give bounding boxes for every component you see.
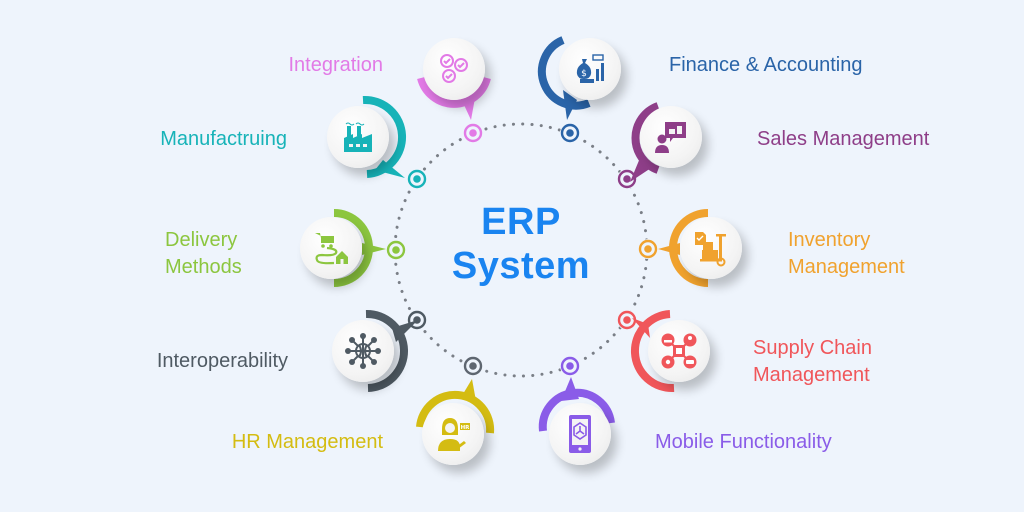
accent-arc [630, 310, 675, 393]
hand-truck-boxes-icon [695, 232, 726, 267]
accent-arc [365, 309, 418, 392]
label-line: Manufactruing [160, 128, 287, 150]
label-sales: Sales Management [757, 126, 929, 153]
icon-disk [332, 320, 394, 382]
label-finance: Finance & Accounting [669, 52, 862, 79]
accent-arc [658, 209, 709, 287]
marker-inventory [638, 239, 658, 259]
marker-manufacturing [407, 169, 427, 189]
accent-arc [537, 36, 591, 120]
node-manufacturing[interactable] [317, 95, 407, 178]
marker-sales [617, 169, 637, 189]
node-interoperability[interactable] [322, 309, 418, 392]
label-interoperability: Interoperability [157, 348, 288, 375]
label-mobile: Mobile Functionality [655, 429, 832, 456]
label-line: Sales Management [757, 128, 930, 150]
accent-arc [362, 95, 407, 178]
globe-network-icon [345, 333, 381, 369]
node-integration[interactable] [413, 28, 495, 120]
smartphone-app-icon [569, 415, 591, 453]
label-line: Supply Chain [753, 337, 872, 359]
marker-integration [463, 123, 483, 143]
node-hr[interactable]: HR [412, 379, 495, 475]
label-manufacturing: Manufactruing [160, 126, 287, 153]
center-title-line1: ERP [481, 201, 561, 243]
accent-arc [416, 379, 495, 434]
center-title: ERP System [421, 200, 621, 288]
icon-disk [300, 217, 362, 279]
label-line: HR Management [231, 431, 383, 453]
label-line: Delivery [165, 229, 238, 251]
center-title-line2: System [451, 245, 591, 287]
icon-disk [648, 320, 710, 382]
accent-arc [417, 76, 491, 120]
factory-icon [344, 122, 372, 152]
label-inventory: Inventory Management [788, 227, 905, 281]
label-line: Management [788, 256, 905, 278]
node-finance[interactable]: $ [537, 28, 631, 120]
icon-disk [640, 106, 702, 168]
node-supply-chain[interactable] [630, 310, 720, 393]
label-line: Management [753, 364, 870, 386]
accent-arc [538, 377, 615, 432]
icon-disk [680, 217, 742, 279]
node-delivery[interactable] [290, 207, 386, 289]
supply-network-icon [661, 333, 697, 369]
gears-check-icon [440, 54, 468, 83]
icon-disk [549, 403, 611, 465]
icon-disk: $ [559, 38, 621, 100]
hr-person-icon: HR [438, 418, 471, 451]
label-line: Methods [165, 256, 242, 278]
money-bag-chart-icon: $ [576, 54, 604, 83]
marker-delivery [386, 240, 406, 260]
label-integration: Integration [288, 52, 383, 79]
presenter-screen-icon [655, 122, 686, 153]
icon-disk [423, 38, 485, 100]
label-hr: HR Management [232, 429, 383, 456]
label-line: Inventory [788, 229, 871, 251]
node-sales[interactable] [630, 96, 712, 182]
label-supply-chain: Supply Chain Management [753, 335, 872, 389]
marker-mobile [560, 356, 580, 376]
accent-arc [630, 102, 660, 182]
label-delivery: Delivery Methods [165, 227, 242, 281]
label-line: Finance & Accounting [669, 54, 863, 76]
marker-finance [560, 123, 580, 143]
svg-text:HR: HR [461, 425, 471, 431]
label-line: Interoperability [156, 350, 288, 372]
marker-hr [463, 356, 483, 376]
label-line: Integration [288, 54, 383, 76]
node-inventory[interactable] [658, 207, 752, 289]
cart-route-home-icon [315, 233, 348, 265]
icon-disk: HR [422, 403, 484, 465]
icon-disk [327, 106, 389, 168]
accent-arc [333, 209, 386, 287]
svg-text:$: $ [581, 69, 587, 79]
label-line: Mobile Functionality [655, 431, 832, 453]
node-mobile[interactable] [538, 377, 621, 475]
